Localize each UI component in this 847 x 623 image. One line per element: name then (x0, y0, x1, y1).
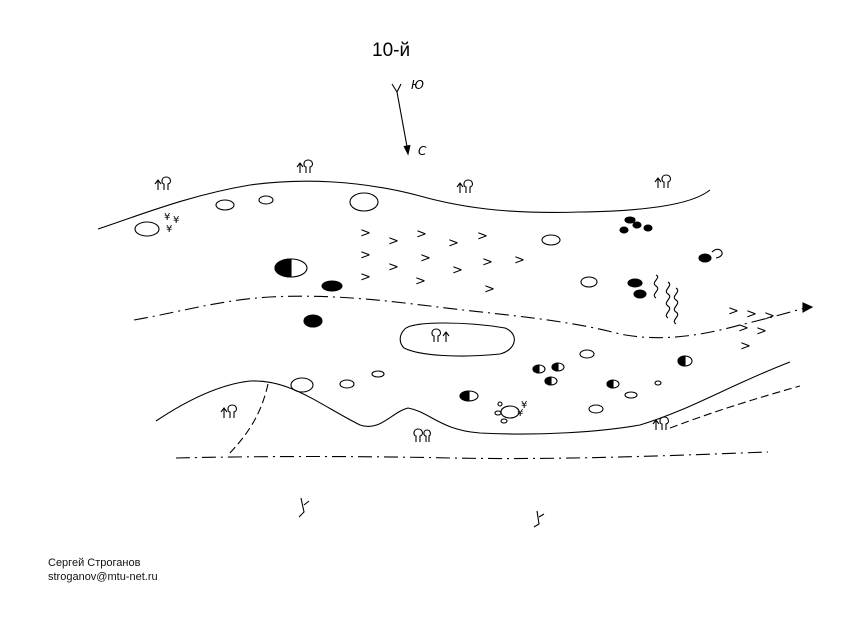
central-island (399, 322, 515, 357)
svg-text:>: > (416, 227, 427, 242)
svg-text:>: > (388, 234, 399, 249)
left-dash-curve (227, 383, 269, 456)
flow-arrow-icon (802, 302, 814, 313)
chevron-marks: >>> >> >>> >>> >>> >>> >>> (360, 226, 775, 354)
top-bank-line (97, 180, 711, 230)
svg-text:>: > (448, 236, 459, 251)
svg-text:>: > (452, 263, 463, 278)
svg-text:>: > (746, 307, 757, 322)
diagram-title: 10-й (372, 40, 411, 61)
svg-text:>: > (728, 304, 739, 319)
svg-text:¥: ¥ (521, 400, 527, 411)
svg-text:>: > (740, 339, 751, 354)
svg-text:>: > (360, 270, 371, 285)
plant-marks: ¥¥¥ ¥¥ (164, 212, 527, 419)
author-email[interactable]: stroganov@mtu-net.ru (48, 571, 158, 583)
open-holes (134, 192, 662, 424)
svg-text:>: > (764, 309, 775, 324)
north-arrow-bottom-label: С (418, 144, 427, 158)
svg-text:>: > (388, 260, 399, 275)
svg-text:>: > (420, 251, 431, 266)
snag-icons (298, 497, 545, 528)
half-holes (274, 258, 693, 402)
north-arrow-icon (391, 83, 411, 156)
bottom-dashdot-line (175, 451, 769, 460)
svg-text:>: > (360, 248, 371, 263)
svg-text:>: > (514, 253, 525, 268)
wavy-marks (653, 248, 723, 325)
tree-icon (154, 159, 671, 442)
svg-text:>: > (738, 321, 749, 336)
svg-text:>: > (415, 274, 426, 289)
author-name: Сергей Строганов (48, 557, 141, 569)
svg-text:¥: ¥ (517, 408, 523, 419)
center-dashdot-line (133, 295, 806, 339)
svg-text:¥: ¥ (173, 215, 179, 226)
svg-text:>: > (360, 226, 371, 241)
svg-text:¥: ¥ (166, 224, 172, 235)
svg-text:¥: ¥ (164, 212, 170, 223)
lower-right-dash-line (669, 385, 801, 429)
north-arrow-top-label: Ю (411, 78, 424, 92)
svg-text:>: > (756, 324, 767, 339)
bottom-bank-line (155, 361, 791, 435)
svg-text:>: > (484, 282, 495, 297)
svg-text:>: > (477, 229, 488, 244)
filled-holes (303, 216, 712, 328)
svg-text:>: > (482, 255, 493, 270)
